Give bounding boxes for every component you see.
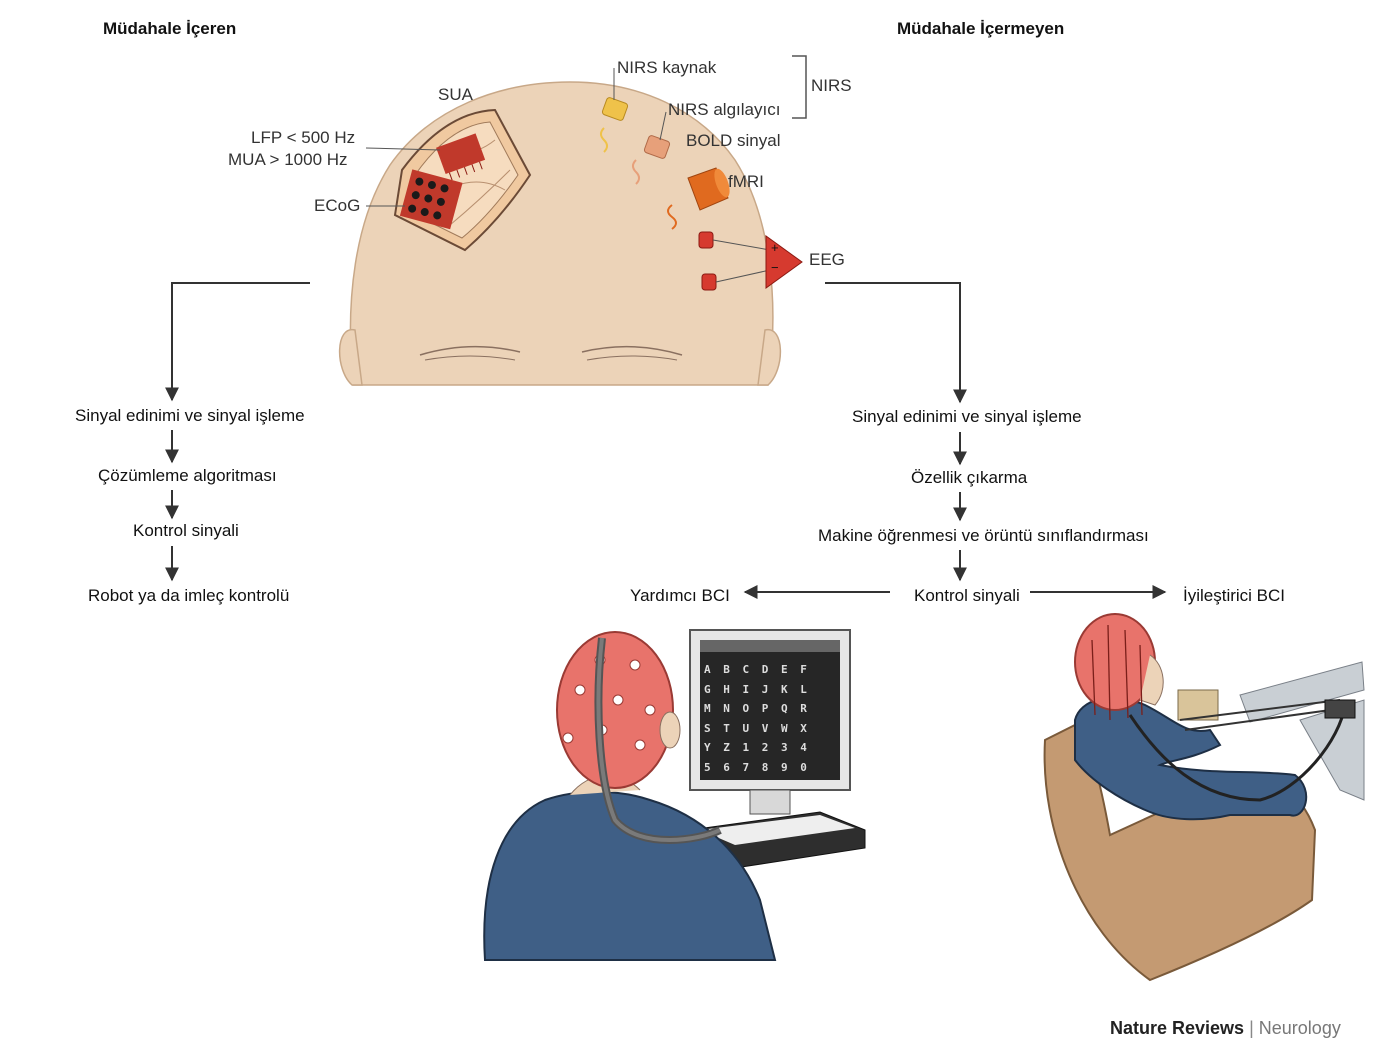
eeg-amplifier-icon [765,235,803,289]
left-step-control-signal: Kontrol sinyali [133,521,239,540]
left-step-decoding: Çözümleme algoritması [98,466,277,485]
left-step-robot-cursor: Robot ya da imleç kontrolü [88,586,290,605]
heading-invasive: Müdahale İçeren [103,19,237,38]
nirs-source-probe [601,97,629,121]
right-step-machine-learning: Makine öğrenmesi ve örüntü sınıflandırma… [818,526,1149,545]
table [1239,661,1365,723]
label-nirs: NIRS [811,76,852,95]
left-step-acquisition: Sinyal edinimi ve sinyal işleme [75,406,305,425]
credit-journal: Nature Reviews [1110,1018,1245,1038]
label-lfp: LFP < 500 Hz [251,128,356,147]
right-step-feature-extraction: Özellik çıkarma [911,468,1028,487]
label-assistive-bci: Yardımcı BCI [630,586,730,605]
credit-section: Neurology [1258,1018,1341,1038]
eeg-electrode-2 [701,273,717,291]
right-flow-connectors [743,282,1167,599]
ecog-grid [399,169,463,230]
control-box [1324,699,1356,719]
user-torso [483,790,777,961]
label-ecog: ECoG [314,196,361,215]
speller-grid: A B C D E F G H I J K L M N O P Q R S T … [704,660,810,777]
eeg-electrode-1 [698,231,714,249]
microelectrode-array [436,133,486,181]
credit-separator: | [1249,1018,1254,1038]
label-sua: SUA [438,85,473,104]
hand-orthosis [1177,689,1219,721]
label-nirs-source: NIRS kaynak [617,58,717,77]
right-eye [581,345,683,356]
speller-row: A B C D E F [704,663,810,676]
speller-row: 5 6 7 8 9 0 [704,760,810,774]
rehabilitative-bci-illustration [1043,613,1365,982]
left-eye [419,345,521,356]
label-mua: MUA > 1000 Hz [228,150,348,169]
speller-row: G H I J K L [704,682,810,696]
right-step-control-signal: Kontrol sinyali [914,586,1020,605]
right-ear [757,329,782,386]
speller-row: S T U V W X [704,721,810,735]
head-illustration [338,55,807,386]
left-ear [338,329,363,386]
label-eeg: EEG [809,250,845,269]
left-flow-connectors [165,282,310,582]
speller-row: Y Z 1 2 3 4 [704,741,810,754]
monitor-screen [700,640,840,780]
label-rehabilitative-bci: İyileştirici BCI [1183,586,1286,605]
eeg-minus-sign: − [771,260,779,275]
label-nirs-detector: NIRS algılayıcı [668,100,781,119]
nirs-bracket [792,55,807,119]
label-bold: BOLD sinyal [686,131,781,150]
source-credit: Nature Reviews | Neurology [1110,1018,1341,1039]
speller-row: M N O P Q R [704,702,810,715]
eeg-plus-sign: + [771,240,779,255]
assistive-bci-illustration [483,629,866,961]
eeg-cap [556,631,674,789]
right-step-acquisition: Sinyal edinimi ve sinyal işleme [852,407,1082,426]
label-fmri: fMRI [728,172,764,191]
heading-noninvasive: Müdahale İçermeyen [897,19,1065,38]
patient [1074,696,1308,821]
